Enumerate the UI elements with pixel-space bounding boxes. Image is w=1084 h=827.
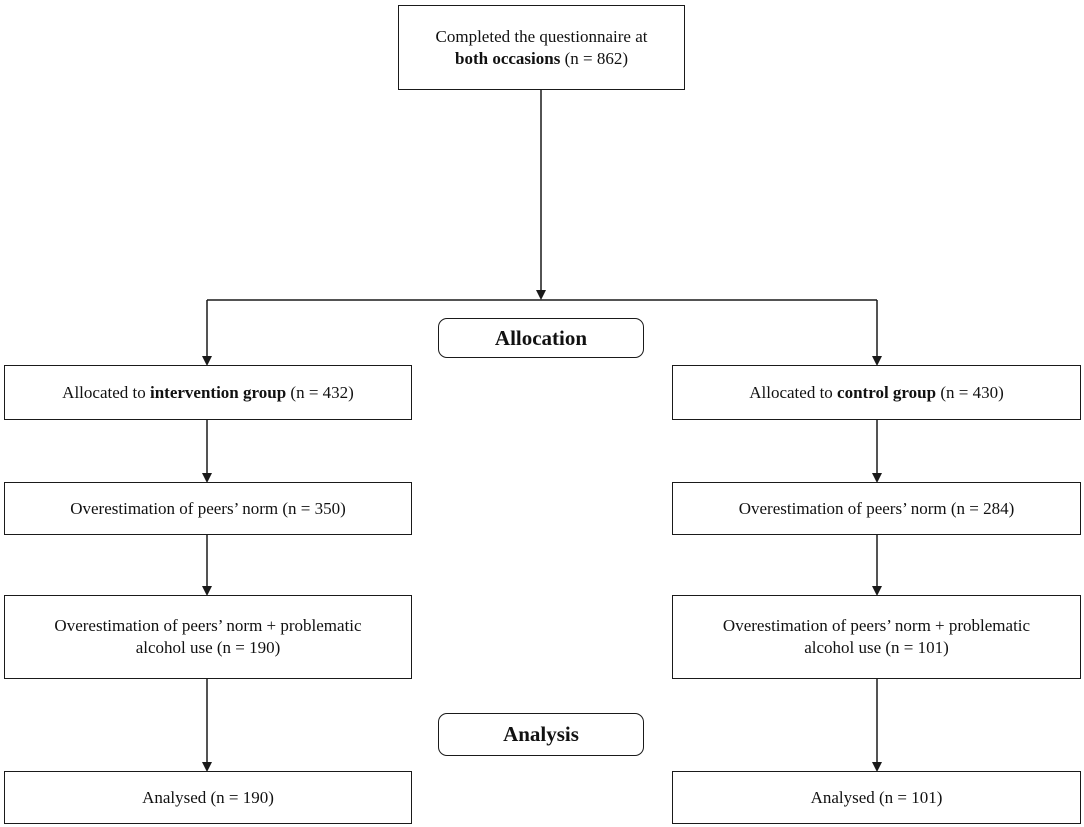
intervention-allocated-prefix: Allocated to xyxy=(62,382,150,402)
control-overestimation-text: Overestimation of peers’ norm (n = 284) xyxy=(738,498,1015,518)
both-occasions-label: both occasions xyxy=(455,48,561,68)
intervention-problematic-line1: Overestimation of peers’ norm + problema… xyxy=(54,616,362,635)
control-problematic-line2: alcohol use (n = 101) xyxy=(804,638,949,657)
control-problematic-box: Overestimation of peers’ norm + problema… xyxy=(672,595,1081,679)
control-problematic-line1: Overestimation of peers’ norm + problema… xyxy=(722,616,1031,635)
completed-questionnaire-count: (n = 862) xyxy=(560,48,628,68)
control-group-label: control group xyxy=(837,382,937,402)
intervention-analysed-box: Analysed (n = 190) xyxy=(4,771,412,824)
analysis-text: Analysis xyxy=(503,722,579,746)
completed-questionnaire-line1: Completed the questionnaire at xyxy=(435,26,648,46)
control-allocated-prefix: Allocated to xyxy=(749,382,838,402)
allocation-text: Allocation xyxy=(494,325,588,350)
control-allocated-count: (n = 430) xyxy=(936,382,1004,402)
intervention-overestimation-text: Overestimation of peers’ norm (n = 350) xyxy=(70,498,346,518)
intervention-allocated-count: (n = 432) xyxy=(286,382,354,402)
control-allocated-box: Allocated to control group (n = 430) xyxy=(672,365,1081,420)
intervention-problematic-line2: alcohol use (n = 190) xyxy=(135,638,281,657)
control-overestimation-box: Overestimation of peers’ norm (n = 284) xyxy=(672,482,1081,535)
intervention-problematic-box: Overestimation of peers’ norm + problema… xyxy=(4,595,412,679)
completed-questionnaire-box: Completed the questionnaire at both occa… xyxy=(398,5,685,90)
intervention-analysed-text: Analysed (n = 190) xyxy=(142,787,274,807)
control-analysed-box: Analysed (n = 101) xyxy=(672,771,1081,824)
intervention-overestimation-box: Overestimation of peers’ norm (n = 350) xyxy=(4,482,412,535)
intervention-group-label: intervention group xyxy=(149,382,287,402)
analysis-phase-label: Analysis xyxy=(438,713,644,756)
allocation-phase-label: Allocation xyxy=(438,318,644,358)
control-analysed-text: Analysed (n = 101) xyxy=(810,787,943,807)
intervention-allocated-box: Allocated to intervention group (n = 432… xyxy=(4,365,412,420)
